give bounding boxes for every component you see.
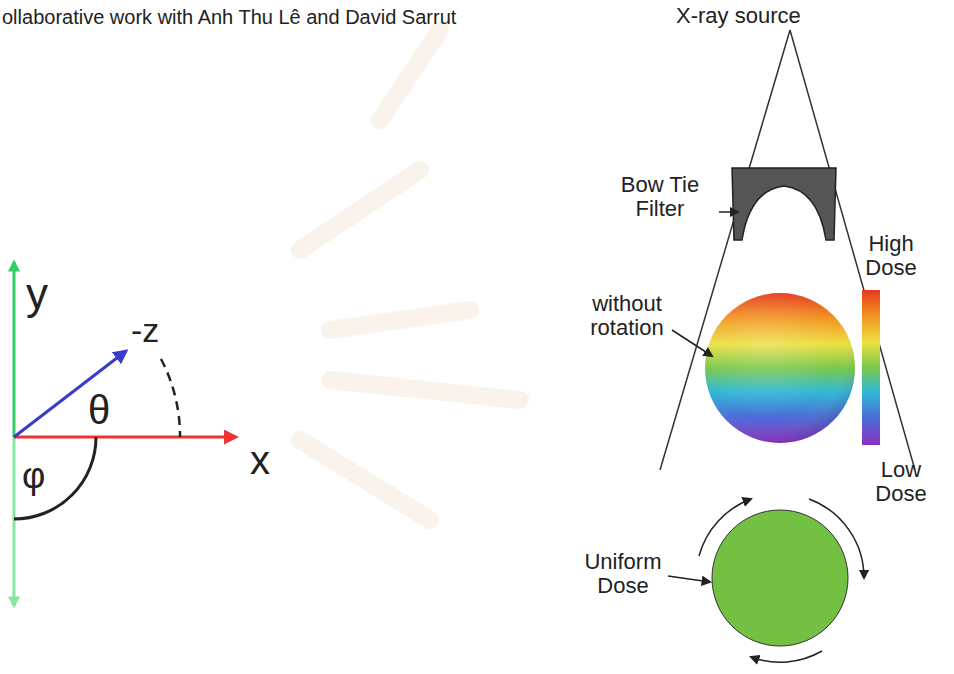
colorbar-label: Low Dose [856,458,946,506]
callout-label: without rotation [572,292,682,340]
angle-label: φ [22,456,45,496]
axis-label: x [250,438,270,482]
callout-label: Uniform Dose [563,550,683,598]
source-label: X-ray source [676,4,801,28]
credit-note: ollaborative work with Anh Thu Lê and Da… [2,6,456,28]
axis-label: -z [131,312,159,349]
colorbar-label: High Dose [846,232,936,280]
filter-label: Bow Tie Filter [605,173,715,221]
angle-label: θ [88,388,110,432]
axis-label: y [26,270,48,318]
